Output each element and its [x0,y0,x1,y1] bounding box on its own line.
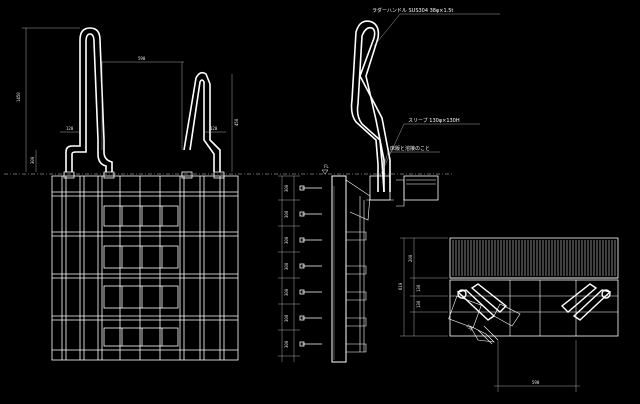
dim-plan-width: 590 [532,380,540,385]
dim-right-height: 450 [234,118,239,126]
dim-plan-side: 610 [398,282,403,290]
dim-offset-right: 120 [210,126,218,131]
dim-plan-b: 130 [416,284,421,292]
section-view: 300 300 300 300 300 300 300 FL [278,7,500,363]
ladder-grid [51,171,239,361]
step-dim-3: 300 [284,236,289,244]
level-mark: FL [324,164,329,169]
step-dim-2: 300 [284,210,289,218]
step-dim-4: 300 [284,262,289,270]
plan-view: 150 610 200 130 130 590 [398,237,619,392]
left-handle-assembly: 1450 590 120 120 300 450 [16,27,239,172]
label-handle: ラダーハンドル SUS304 38φ×1.5t [372,7,453,14]
dim-plan-a: 200 [408,254,413,262]
step-dim-7: 300 [284,340,289,348]
dim-offset-left: 120 [66,126,74,131]
step-dim-6: 300 [284,314,289,322]
dim-low: 300 [30,156,35,164]
step-dim-1: 300 [284,184,289,192]
dim-plan-b2: 130 [416,300,421,308]
label-sleeve: スリーブ 130φ×130H [408,117,460,124]
dim-plan-c: 150 [465,323,474,332]
dim-handle-height: 1450 [16,92,21,102]
label-weld-note: 床版と溶接のこと [390,145,430,152]
dim-inner-width: 590 [138,56,146,61]
step-dim-5: 300 [284,288,289,296]
